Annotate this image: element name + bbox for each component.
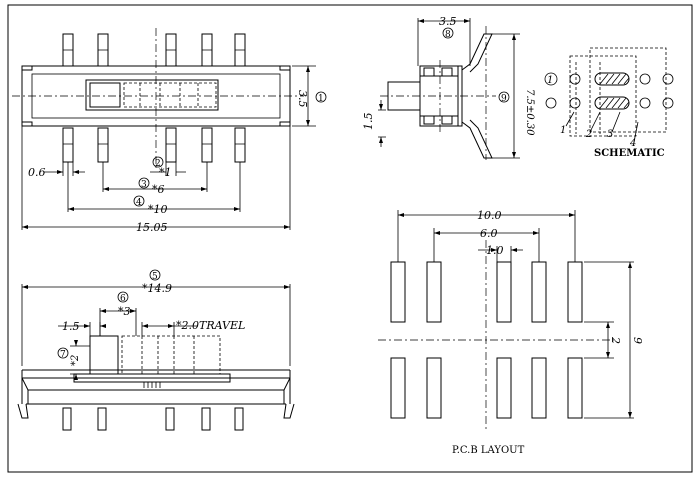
top-view-dim-height-num: 1 xyxy=(318,94,324,104)
front-view-dim-knob-num: 6 xyxy=(120,294,126,304)
top-view-dim-pin: 0.6 xyxy=(28,166,46,179)
front-view-dim-knob-left: 1.5 xyxy=(62,320,80,333)
top-view-dim-pitch: *1 xyxy=(159,166,172,179)
schematic: 1 1 2 3 4 SCHEMATIC xyxy=(544,47,674,159)
schematic-label-1: 1 xyxy=(560,125,566,136)
top-view-dim-total: 15.05 xyxy=(136,221,168,234)
front-view-knob-travel xyxy=(121,335,221,375)
top-view: 3.5 1 0.6 2 *1 3 *6 4 *10 15.05 xyxy=(12,28,327,234)
pcb-dim-inner: 6.0 xyxy=(480,227,498,240)
pcb-layout: 10.0 6.0 1.0 2 9 P.C.B LAYOUT xyxy=(378,209,644,456)
pcb-lower-pads xyxy=(390,357,583,419)
front-view-dim-total: *14.9 xyxy=(142,282,172,295)
top-view-dim-outer-num: 4 xyxy=(136,198,142,208)
side-view-dim-height: 7.5±0.30 xyxy=(524,89,535,136)
pcb-dim-pitch: 1.0 xyxy=(486,244,504,257)
side-view-lower-leg xyxy=(461,119,493,159)
pcb-title: P.C.B LAYOUT xyxy=(452,445,525,456)
front-view-pins xyxy=(62,407,244,431)
top-view-mounting-tabs xyxy=(22,66,290,126)
schematic-contact-lower xyxy=(594,96,630,110)
side-view-upper-leg xyxy=(461,33,493,73)
front-view-dim-travel: *2.0TRAVEL xyxy=(176,319,245,332)
side-view-dim-width: 3.5 xyxy=(439,15,457,28)
pcb-dim-outer: 10.0 xyxy=(477,209,502,222)
top-view-dim-outer: *10 xyxy=(148,203,168,216)
side-view: 3.5 8 7.5±0.30 9 1.5 xyxy=(362,15,535,160)
front-view-dim-knob-height-num: 7 xyxy=(60,350,66,360)
front-view-body xyxy=(21,369,291,405)
front-view-dim-knob-height: *2 xyxy=(70,355,81,366)
schematic-contact-upper xyxy=(594,72,630,86)
top-view-lower-pins xyxy=(62,127,246,163)
front-view-dim-knob: *3 xyxy=(118,305,131,318)
pcb-dim-total: 9 xyxy=(631,337,644,344)
front-view: 5 *14.9 6 *3 1.5 *2.0TRAVEL 7 *2 xyxy=(17,269,295,431)
side-view-dim-width-num: 8 xyxy=(445,30,451,40)
front-view-knob xyxy=(89,335,119,375)
top-view-slot xyxy=(85,79,219,111)
schematic-pin1: 1 xyxy=(547,75,553,86)
schematic-label-3: 3 xyxy=(607,129,613,140)
top-view-actuator-positions xyxy=(123,82,217,108)
drawing-border xyxy=(7,4,693,473)
schematic-title: SCHEMATIC xyxy=(594,148,665,159)
front-view-dim-total-num: 5 xyxy=(152,272,158,282)
pcb-dim-row-gap: 2 xyxy=(609,336,622,344)
pcb-upper-pads xyxy=(390,261,583,323)
schematic-label-4: 4 xyxy=(629,138,636,149)
side-view-dim-left: 1.5 xyxy=(362,113,375,131)
top-view-upper-pins xyxy=(62,33,246,67)
top-view-dim-inner: *6 xyxy=(152,183,165,196)
side-view-dim-height-num: 9 xyxy=(501,94,507,104)
schematic-label-2: 2 xyxy=(585,129,592,140)
top-view-actuator xyxy=(89,82,121,108)
top-view-dim-pitch-num: 2 xyxy=(155,159,161,169)
top-view-dim-height: 3.5 xyxy=(296,90,309,108)
top-view-dim-inner-num: 3 xyxy=(141,180,147,190)
